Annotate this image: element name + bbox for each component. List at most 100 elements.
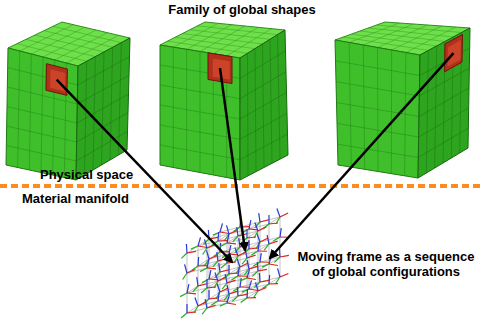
mesh-line — [377, 25, 462, 33]
frame-vector — [246, 289, 248, 298]
lattice-line — [207, 248, 208, 308]
frame-vector — [201, 288, 207, 293]
lattice-line — [227, 262, 260, 283]
cube-face — [418, 28, 470, 178]
frame-vector — [238, 252, 246, 256]
frame-vector — [197, 277, 198, 286]
lattice-line — [247, 277, 280, 298]
frame-vector — [198, 237, 200, 246]
frame-vector — [278, 268, 280, 277]
mesh-line — [368, 28, 453, 37]
mesh-line — [270, 39, 272, 163]
frame-vector — [209, 270, 211, 279]
frame-vector — [259, 213, 260, 222]
mesh-line — [240, 134, 288, 160]
frame-vector — [209, 256, 217, 259]
frame-vector — [260, 280, 269, 282]
lattice-line — [187, 253, 188, 313]
mesh-line — [110, 47, 113, 160]
frame-vector — [220, 232, 229, 234]
frame-vector — [218, 300, 227, 301]
frame-vector — [240, 278, 241, 287]
lattice-line — [220, 237, 280, 252]
mapping-arrow — [270, 53, 453, 258]
frame-vector — [231, 276, 238, 280]
frame-vector — [209, 298, 218, 299]
frame-vector — [249, 280, 251, 289]
lattice-line — [198, 246, 199, 306]
cube-face — [240, 30, 288, 180]
frame-vector — [227, 285, 229, 294]
cube-face — [160, 45, 240, 180]
lattice-line — [187, 252, 220, 273]
frame-vector — [240, 286, 249, 287]
frame-vector — [205, 299, 207, 308]
frame-vector — [220, 223, 222, 232]
frame-vector — [219, 263, 220, 272]
frame-vector — [245, 249, 247, 258]
cube-face — [6, 48, 78, 180]
separator-line — [0, 184, 484, 188]
frame-vector — [186, 244, 188, 253]
frame-vector — [181, 253, 187, 258]
frame-vector — [227, 280, 236, 283]
lattice-line — [187, 258, 247, 273]
frame-vector — [257, 234, 260, 242]
frame-vector — [218, 292, 219, 301]
frame-vector — [273, 237, 280, 241]
frame-vector — [251, 251, 258, 255]
frame-vector — [202, 279, 209, 283]
frame-vector — [220, 243, 227, 247]
frame-vector — [268, 275, 270, 284]
frame-vector — [207, 267, 216, 269]
lattice-line — [227, 282, 260, 303]
frame-vector — [249, 266, 258, 269]
frame-vector — [207, 250, 209, 259]
frame-vector — [220, 288, 228, 292]
frame-vector — [233, 287, 240, 291]
frame-vector — [181, 313, 187, 318]
frame-vector — [221, 263, 227, 268]
frame-vector — [187, 312, 196, 313]
mesh-line — [7, 126, 77, 142]
frame-vector — [237, 259, 240, 267]
frame-vector — [239, 238, 240, 247]
lattice-line — [207, 287, 240, 308]
mesh-line — [7, 107, 77, 124]
mapping-arrow — [220, 68, 245, 250]
mesh-line — [418, 128, 468, 158]
lattice-line — [187, 232, 220, 253]
frame-vector — [237, 227, 238, 236]
mesh-line — [338, 144, 419, 157]
mesh-line — [240, 113, 287, 139]
mesh-line — [43, 30, 96, 57]
figure-title: Family of global shapes — [0, 3, 484, 18]
frame-vector — [213, 261, 218, 267]
frame-vector — [207, 287, 216, 288]
mesh-line — [198, 26, 278, 35]
frame-vector — [247, 260, 249, 269]
mesh-line — [44, 31, 113, 48]
frame-vector — [258, 242, 259, 251]
mesh-line — [119, 43, 122, 155]
frame-vector — [218, 277, 226, 281]
frame-vector — [208, 290, 209, 299]
frame-vector — [269, 283, 278, 285]
frame-vector — [220, 303, 227, 306]
frame-vector — [247, 269, 249, 278]
lattice-line — [207, 227, 240, 248]
frame-vector — [238, 294, 247, 296]
frame-vector — [222, 283, 227, 289]
frame-vector — [217, 284, 220, 292]
mesh-line — [278, 35, 281, 160]
lattice-line — [247, 238, 248, 298]
frame-vector — [220, 270, 229, 272]
lattice-line — [260, 222, 261, 282]
mesh-line — [160, 105, 240, 119]
frame-vector — [247, 237, 256, 238]
frame-vector — [228, 265, 229, 274]
frame-vector — [280, 274, 288, 277]
frame-vector — [268, 215, 269, 224]
frame-vector — [280, 228, 281, 237]
